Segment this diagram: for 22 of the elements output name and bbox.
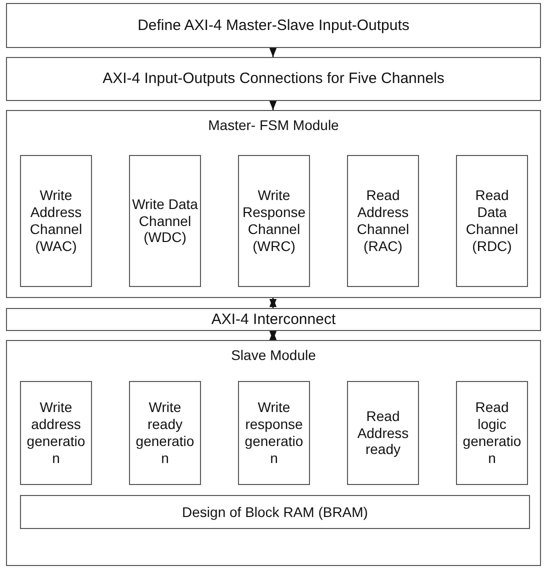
channel-box: Write address generation [20,381,92,485]
module-heading: Master- FSM Module [207,117,340,133]
arrow [269,100,277,110]
channel-box: Read Data Channel (RDC) [456,155,528,287]
process-box: AXI-4 Interconnect [6,308,541,331]
channel-box: Write Data Channel (WDC) [129,155,201,287]
process-box: AXI-4 Input-Outputs Connections for Five Channels [6,57,541,101]
arrow [269,298,277,308]
channel-box: Read Address ready [347,381,419,485]
channel-box: Read Address Channel (RAC) [347,155,419,287]
module-heading: Slave Module [230,347,317,363]
channel-box: Write Address Channel (WAC) [20,155,92,287]
module-box [6,340,541,566]
channel-box: Write response generation [238,381,310,485]
channel-box: Design of Block RAM (BRAM) [20,495,530,529]
channel-box: Read logic generation [456,381,528,485]
channel-box: Write ready generation [129,381,201,485]
module-box [6,110,541,298]
arrow [269,330,277,340]
arrow [269,48,277,57]
channel-box: Write Response Channel (WRC) [238,155,310,287]
process-box: Define AXI-4 Master-Slave Input-Outputs [6,3,541,48]
